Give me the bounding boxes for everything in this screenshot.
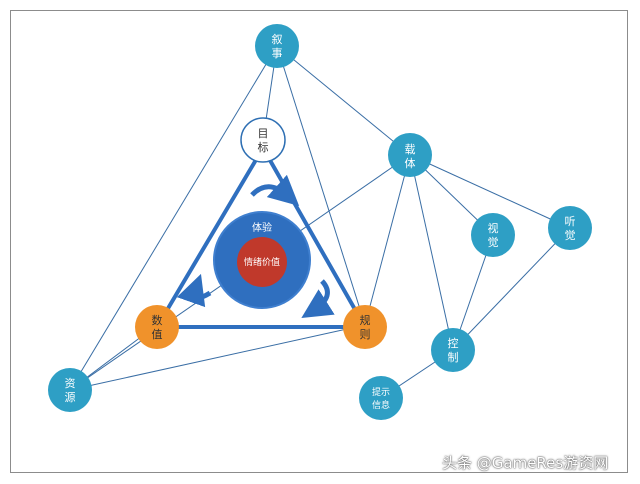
narrative-label-line1: 叙 [272, 32, 283, 46]
rotation-arrow-right [301, 279, 335, 319]
experience-label: 体验 [252, 221, 272, 234]
watermark: 头条 @GameRes游资网 [442, 454, 609, 472]
node-hint: 提示 信息 [359, 376, 403, 420]
emotional-value-label: 情绪价值 [244, 256, 280, 268]
node-audio: 听 觉 [548, 206, 592, 250]
node-carrier: 载 体 [388, 133, 432, 177]
node-control: 控 制 [431, 328, 475, 372]
svg-text:体: 体 [405, 156, 416, 170]
svg-text:目: 目 [258, 127, 269, 140]
narrative-label-line2: 事 [272, 47, 283, 60]
rotation-arrow-top [250, 174, 300, 207]
node-goal: 目 标 [240, 117, 286, 163]
node-narrative: 叙 事 [255, 24, 299, 68]
svg-text:载: 载 [405, 143, 416, 156]
node-resource: 资 源 [48, 368, 92, 412]
svg-text:则: 则 [360, 328, 371, 341]
svg-text:觉: 觉 [488, 236, 499, 249]
svg-text:控: 控 [448, 336, 459, 350]
svg-text:听: 听 [565, 215, 576, 228]
emotional-value-circle [237, 237, 287, 287]
svg-text:视: 视 [488, 221, 499, 235]
svg-text:信息: 信息 [372, 399, 390, 411]
svg-text:提示: 提示 [372, 387, 390, 398]
svg-text:数: 数 [152, 314, 163, 327]
svg-text:值: 值 [152, 328, 163, 341]
svg-text:规: 规 [360, 313, 371, 327]
node-value: 数 值 [135, 305, 179, 349]
svg-text:源: 源 [65, 390, 76, 404]
svg-text:制: 制 [448, 351, 459, 364]
rotation-arrow-left [176, 273, 212, 308]
node-rules: 规 则 [343, 305, 387, 349]
svg-text:标: 标 [258, 140, 269, 154]
svg-text:资: 资 [65, 377, 76, 390]
node-visual: 视 觉 [471, 213, 515, 257]
core-triangle [153, 144, 369, 329]
svg-text:觉: 觉 [565, 229, 576, 242]
diagram-frame [10, 10, 628, 473]
